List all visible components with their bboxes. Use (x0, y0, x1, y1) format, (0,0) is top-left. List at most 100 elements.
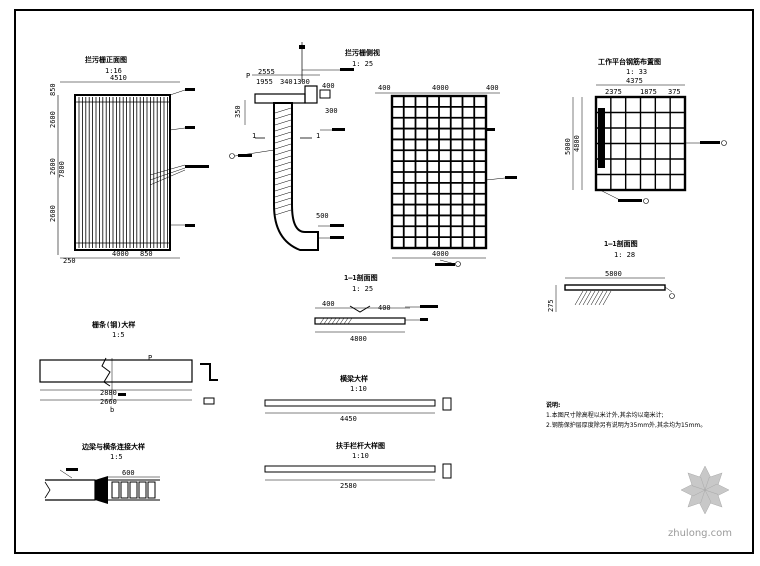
svg-text:5800: 5800 (605, 270, 622, 278)
notes-heading: 说明: (546, 402, 561, 409)
svg-text:275: 275 (547, 299, 555, 312)
svg-text:600: 600 (122, 469, 135, 477)
view10-title: 扶手栏杆大样图 (336, 441, 385, 450)
svg-text:400: 400 (322, 300, 335, 308)
svg-text:1300: 1300 (293, 78, 310, 86)
hatch-line (274, 113, 292, 120)
hatch-line (274, 179, 292, 186)
svg-text:850: 850 (49, 83, 57, 96)
hatch-line (586, 290, 596, 306)
svg-text:400: 400 (378, 304, 391, 312)
view-section-1-1-b: 1—1剖面图 1: 28 5800 275 (547, 239, 675, 312)
hatch-line (274, 149, 292, 156)
view2-title: 拦污栅侧视 (345, 48, 380, 57)
link-plate (111, 481, 120, 499)
hatch-line (274, 209, 292, 216)
svg-text:375: 375 (668, 88, 681, 96)
hatch-line (319, 317, 325, 325)
hatch-line (578, 290, 588, 306)
hatch-line (274, 197, 292, 204)
hatch-line (598, 290, 608, 306)
svg-text:4000: 4000 (432, 250, 449, 258)
hatch-line (274, 161, 292, 168)
link-plate (147, 481, 156, 499)
view-handrail-detail: 扶手栏杆大样图 1:10 2580 (264, 441, 452, 490)
svg-text:350: 350 (234, 105, 242, 118)
svg-text:4800: 4800 (350, 335, 367, 343)
hatch-line (574, 290, 584, 306)
svg-text:P: P (148, 354, 152, 362)
svg-text:4450: 4450 (340, 415, 357, 423)
svg-text:340: 340 (280, 78, 293, 86)
hatch-line (274, 107, 292, 114)
svg-text:2600: 2600 (49, 111, 57, 128)
svg-text:1: 1 (252, 132, 256, 140)
view7-title: 栅条(钢)大样 (92, 320, 135, 329)
hatch-line (274, 167, 292, 174)
hatch-line (274, 119, 292, 126)
view-platform-plan: 工作平台钢筋布置图 1: 33 4375 2375 1875 375 5000 … (564, 57, 727, 204)
hatch-line (274, 173, 292, 180)
svg-text:b: b (110, 406, 114, 414)
hatch-line (274, 203, 292, 210)
svg-text:1: 1 (316, 132, 320, 140)
svg-text:1875: 1875 (640, 88, 657, 96)
svg-text:4000: 4000 (112, 250, 129, 258)
svg-text:4375: 4375 (626, 77, 643, 85)
svg-text:1955: 1955 (256, 78, 273, 86)
hatch-line (274, 137, 292, 144)
notes-line-2: 2.钢筋保护层厚度除另有说明为35mm外,其余均为15mm。 (546, 422, 707, 429)
view9-scale: 1:5 (110, 453, 123, 461)
view8-scale: 1:10 (350, 385, 367, 393)
svg-text:2660: 2660 (100, 398, 117, 406)
view5-title: 1—1剖面图 (344, 273, 378, 282)
svg-text:2555: 2555 (258, 68, 275, 76)
svg-text:500: 500 (316, 212, 329, 220)
view9-title: 边梁与横条连接大样 (81, 442, 145, 451)
hatch-line (274, 131, 292, 138)
svg-text:5000: 5000 (564, 138, 572, 155)
zhulong-logo (680, 465, 730, 515)
hatch-line (594, 290, 604, 306)
view5-scale: 1: 25 (352, 285, 373, 293)
svg-text:4000: 4000 (432, 84, 449, 92)
view6-title: 1—1剖面图 (604, 239, 638, 248)
hatch-line (327, 317, 333, 325)
svg-text:7800: 7800 (58, 161, 66, 178)
view8-title: 横梁大样 (340, 374, 368, 383)
hatch-line (347, 317, 353, 325)
svg-text:2600: 2600 (49, 158, 57, 175)
svg-text:850: 850 (140, 250, 153, 258)
hatch-line (582, 290, 592, 306)
svg-text:2580: 2580 (340, 482, 357, 490)
view-grid-plan: 400 4000 400 4000 (375, 84, 517, 267)
svg-text:4510: 4510 (110, 74, 127, 82)
link-plate (129, 481, 138, 499)
svg-text:P: P (246, 72, 250, 80)
view10-scale: 1:10 (352, 452, 369, 460)
view-side-section: 拦污栅侧视 1: 25 2555 1955 340 1300 P 400 350… (229, 42, 380, 251)
watermark-text: zhulong.com (668, 528, 733, 539)
hatch-line (323, 317, 329, 325)
svg-text:300: 300 (325, 107, 338, 115)
hatch-line (343, 317, 349, 325)
view1-title: 拦污栅正面图 (85, 55, 127, 64)
view7-scale: 1:5 (112, 331, 125, 339)
rack-frame (74, 94, 171, 251)
view-bar-detail: 栅条(钢)大样 1:5 P b 2880 2660 (39, 320, 218, 414)
view1-scale: 1:16 (105, 67, 122, 75)
svg-text:2375: 2375 (605, 88, 622, 96)
hatch-line (335, 317, 341, 325)
hatch-line (590, 290, 600, 306)
view4-scale: 1: 33 (626, 68, 647, 76)
hatch-line (331, 317, 337, 325)
svg-text:400: 400 (486, 84, 499, 92)
hatch-line (274, 125, 292, 132)
hatch-line (274, 155, 292, 162)
hatch-line (602, 290, 612, 306)
view-beam-detail: 横梁大样 1:10 4450 (264, 374, 452, 423)
svg-text:4800: 4800 (573, 135, 581, 152)
view-joint-detail: 边梁与横条连接大样 1:5 600 (44, 442, 160, 504)
